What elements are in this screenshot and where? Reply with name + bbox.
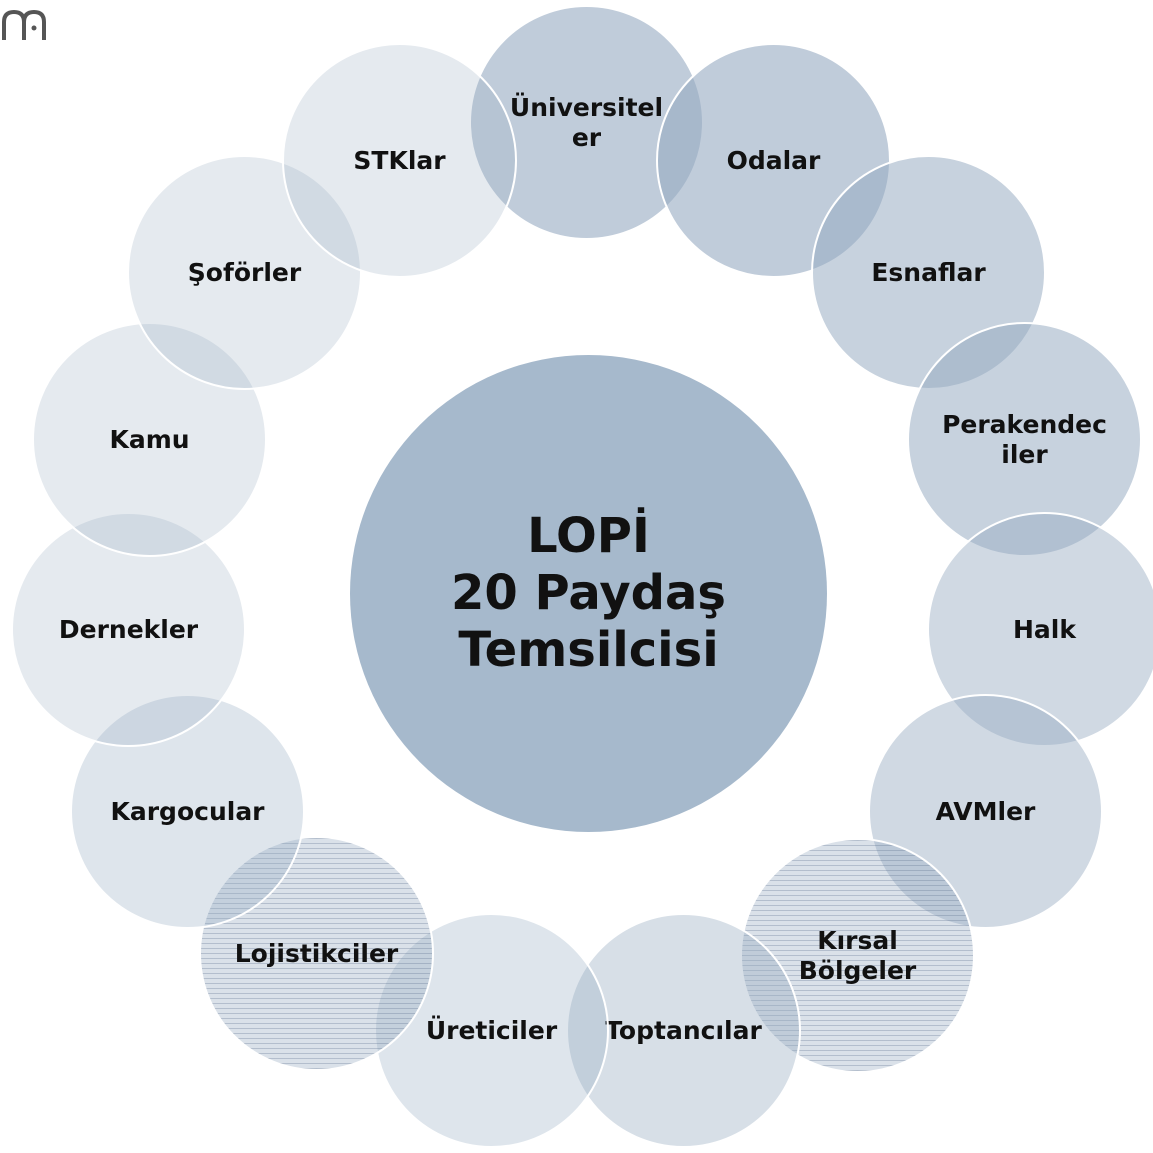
stakeholder-label: STKlar [353, 145, 446, 175]
stakeholder-label: Dernekler [58, 614, 199, 644]
stakeholder-circle-stklar: STKlar [282, 43, 517, 278]
stakeholder-circle-lojistikciler: Lojistikciler [199, 836, 434, 1071]
stakeholder-label: Lojistikciler [234, 938, 399, 968]
stakeholder-label: Üreticiler [425, 1015, 558, 1045]
stakeholder-label: Esnaflar [871, 257, 986, 287]
stakeholder-label: Halk [1013, 614, 1076, 644]
stakeholder-label: Kamu [109, 424, 190, 454]
stakeholder-circle-kirsal-bolgeler: Kırsal Bölgeler [740, 838, 975, 1073]
stakeholder-label: Kırsal Bölgeler [798, 925, 917, 985]
stakeholder-label: Kargocular [110, 796, 265, 826]
center-title: LOPİ 20 Paydaş Temsilcisi [451, 508, 726, 678]
stakeholder-label: AVMler [935, 796, 1036, 826]
stakeholder-label: Odalar [726, 145, 821, 175]
stakeholder-label: Üniversiteler [509, 92, 664, 152]
stakeholder-label: Perakendeciler [942, 409, 1107, 469]
logo-icon [2, 9, 46, 40]
stakeholder-label: Şoförler [187, 257, 302, 287]
center-circle: LOPİ 20 Paydaş Temsilcisi [350, 355, 827, 832]
stakeholder-label: Toptancılar [605, 1015, 762, 1045]
